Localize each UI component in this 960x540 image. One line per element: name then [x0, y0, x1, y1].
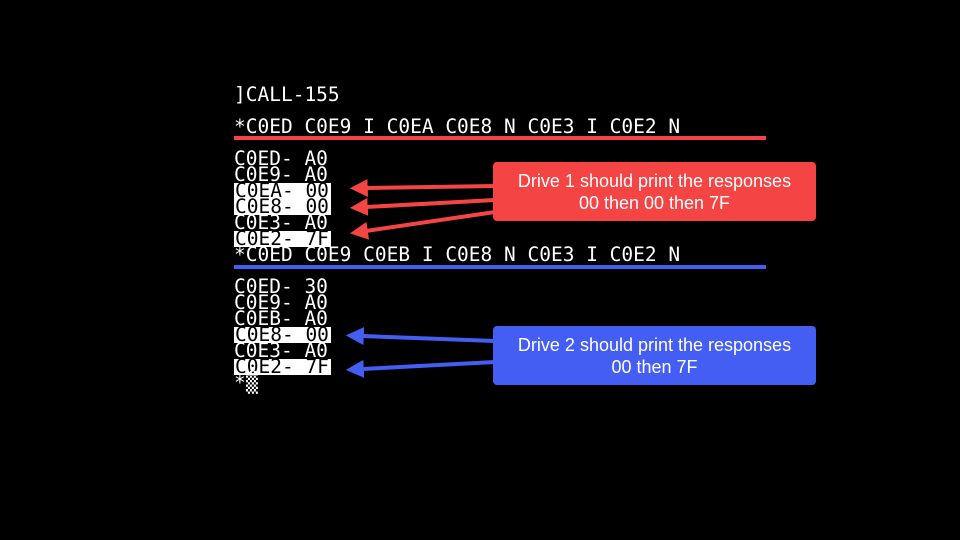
- drive2-callout-line2: 00 then 7F: [611, 356, 698, 377]
- monitor-prompt: *: [234, 371, 246, 394]
- drive1-arrow: [349, 178, 496, 197]
- drive1-response-line-highlighted: C0E8- 00: [234, 195, 331, 218]
- drive1-callout: Drive 1 should print the responses 00 th…: [493, 162, 816, 221]
- drive1-command-line: *C0ED C0E9 I C0EA C0E8 N C0E3 I C0E2 N: [234, 115, 681, 138]
- drive1-arrow: [349, 197, 496, 216]
- drive2-response-line: C0EB- A0: [234, 307, 328, 330]
- drive2-arrow: [345, 327, 496, 346]
- drive2-response-line: C0E9- A0: [234, 291, 328, 314]
- drive2-callout: Drive 2 should print the responses 00 th…: [493, 326, 816, 385]
- drive2-command-line: *C0ED C0E9 C0EB I C0E8 N C0E3 I C0E2 N: [234, 243, 681, 266]
- drive1-callout-line1: Drive 1 should print the responses: [517, 170, 792, 191]
- drive1-response-line: C0E9- A0: [234, 163, 328, 186]
- drive2-response-line-highlighted: C0E2- 7F: [234, 355, 331, 378]
- drive1-response-line-highlighted: C0EA- 00: [234, 179, 331, 202]
- drive2-response-line: C0ED- 30: [234, 275, 328, 298]
- drive1-response-line: C0ED- A0: [234, 147, 328, 170]
- drive1-arrow: [349, 210, 496, 240]
- drive1-callout-line2: 00 then 00 then 7F: [578, 192, 731, 213]
- drive1-command-underline: [234, 136, 766, 140]
- drive2-arrow: [345, 359, 496, 378]
- drive2-callout-line1: Drive 2 should print the responses: [517, 334, 792, 355]
- drive2-response-line-highlighted: C0E8- 00: [234, 323, 331, 346]
- drive1-response-line: C0E3- A0: [234, 211, 328, 234]
- drive2-response-line: C0E3- A0: [234, 339, 328, 362]
- drive1-response-line-highlighted: C0E2- 7F: [234, 227, 331, 250]
- drive2-command-underline: [234, 265, 766, 269]
- prompt-line: ]CALL-155: [234, 83, 340, 106]
- cursor-icon[interactable]: ▒: [246, 371, 258, 394]
